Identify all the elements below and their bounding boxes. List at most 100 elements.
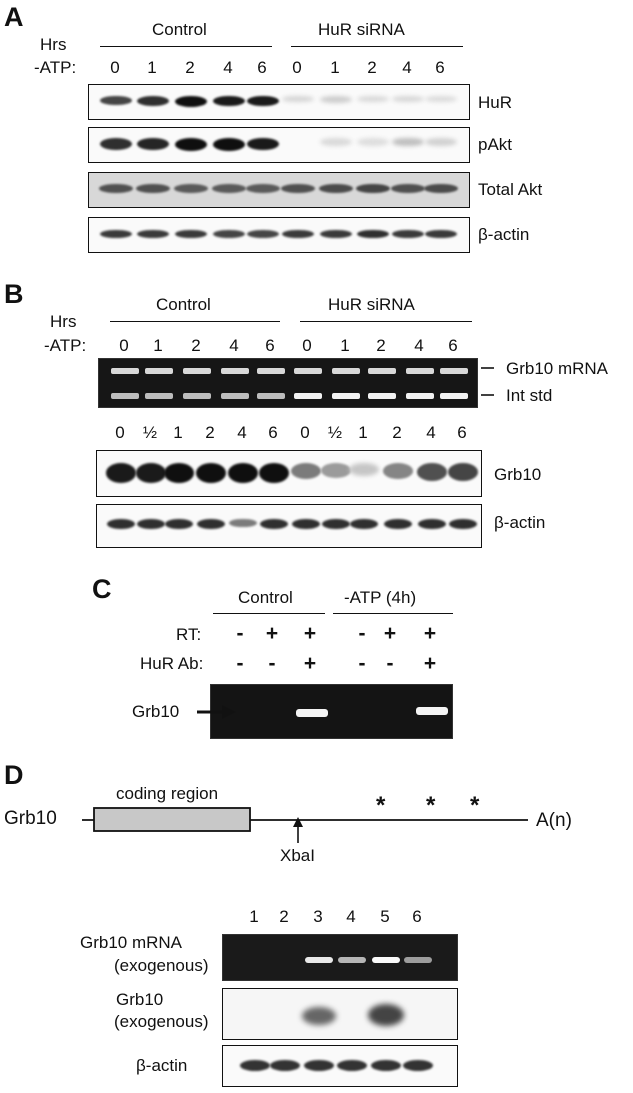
grb10-band-1 bbox=[106, 463, 136, 483]
panel-b-control-label: Control bbox=[156, 295, 211, 314]
hur-band-7 bbox=[320, 95, 352, 103]
panel-b-lane-4: 4 bbox=[229, 336, 239, 355]
panel-d-lane-2: 2 bbox=[279, 907, 289, 926]
panel-b-lane-10: 6 bbox=[448, 336, 458, 355]
panel-d-lane-6: 6 bbox=[412, 907, 422, 926]
gel-band-lower-1 bbox=[111, 393, 139, 399]
gel-band-upper-10 bbox=[440, 368, 468, 374]
ab-sign-6: + bbox=[423, 652, 437, 675]
panel-c-atp-bracket bbox=[333, 613, 453, 614]
panel-a-lane-9: 4 bbox=[402, 58, 412, 77]
panel-a-blot-total-akt bbox=[88, 172, 470, 208]
rip-band-atp bbox=[416, 707, 448, 715]
grb10-band-6 bbox=[259, 463, 289, 483]
actin-band-2 bbox=[137, 229, 169, 238]
gel-band-lower-8 bbox=[368, 393, 396, 399]
panel-c-control-bracket bbox=[213, 613, 325, 614]
b-actin-band-10 bbox=[384, 518, 412, 529]
panel-b-lane2-9: 1 bbox=[358, 423, 368, 442]
actin-band-7 bbox=[320, 229, 352, 238]
grb10-band-8 bbox=[321, 463, 351, 478]
panel-b-rtpcr-gel bbox=[98, 358, 478, 408]
panel-b-lane2-5: 4 bbox=[237, 423, 247, 442]
b-actin-band-8 bbox=[322, 518, 350, 529]
panel-d-xbai-label: XbaI bbox=[280, 846, 315, 865]
panel-c-ab-label: HuR Ab: bbox=[140, 654, 204, 673]
panel-b-blot-grb10 bbox=[96, 450, 482, 497]
panel-a-lane-1: 0 bbox=[110, 58, 120, 77]
rt-sign-1: - bbox=[236, 622, 244, 645]
panel-b-lane-8: 2 bbox=[376, 336, 386, 355]
panel-a-label-hur: HuR bbox=[478, 93, 513, 112]
hur-band-5 bbox=[247, 95, 279, 107]
gel-band-upper-5 bbox=[257, 368, 285, 374]
rt-sign-3: + bbox=[303, 622, 317, 645]
panel-a-lane-3: 2 bbox=[185, 58, 195, 77]
panel-d-gene-label: Grb10 bbox=[4, 808, 57, 829]
hur-band-4 bbox=[213, 95, 245, 107]
panel-b-lane-9: 4 bbox=[414, 336, 424, 355]
panel-b-blot-actin bbox=[96, 504, 482, 548]
gel-band-lower-10 bbox=[440, 393, 468, 399]
hur-band-1 bbox=[100, 95, 132, 106]
panel-b-label-grb10: Grb10 bbox=[494, 465, 542, 484]
panel-a-control-label: Control bbox=[152, 20, 207, 39]
panel-c-rip-gel bbox=[210, 684, 453, 739]
panel-b-lane2-12: 6 bbox=[457, 423, 467, 442]
panel-c-gel-label: Grb10 bbox=[132, 702, 180, 721]
grb10-band-10 bbox=[383, 463, 413, 479]
total-akt-band-8 bbox=[356, 183, 390, 194]
pakt-band-1 bbox=[100, 137, 132, 150]
d-mrna-band-2 bbox=[338, 957, 366, 963]
panel-b-lane2-3: 1 bbox=[173, 423, 183, 442]
panel-b-sirna-label: HuR siRNA bbox=[328, 295, 415, 314]
grb10-band-11 bbox=[417, 463, 447, 481]
total-akt-band-4 bbox=[212, 183, 246, 193]
panel-a-lane-5: 6 bbox=[257, 58, 267, 77]
total-akt-band-10 bbox=[424, 183, 458, 194]
b-actin-band-5 bbox=[229, 518, 257, 528]
panel-c-rt-label: RT: bbox=[176, 625, 202, 644]
panel-b-lane-1: 0 bbox=[119, 336, 129, 355]
panel-d-lane-3: 3 bbox=[313, 907, 323, 926]
actin-band-8 bbox=[357, 229, 389, 238]
panel-b-lane-2: 1 bbox=[153, 336, 163, 355]
rt-sign-6: + bbox=[423, 622, 437, 645]
grb10-band-5 bbox=[228, 463, 258, 483]
panel-a-letter: A bbox=[4, 2, 24, 32]
hur-band-3 bbox=[175, 95, 207, 107]
panel-a-hrs-label: Hrs bbox=[40, 35, 67, 54]
ab-sign-5: - bbox=[386, 652, 394, 675]
panel-b-gel-label-intstd: Int std bbox=[506, 386, 553, 405]
d-actin-band-4 bbox=[337, 1060, 367, 1071]
actin-band-9 bbox=[392, 229, 424, 238]
rt-sign-2: + bbox=[265, 622, 279, 645]
panel-d-star-3: * bbox=[470, 792, 480, 819]
panel-a-label-pakt: pAkt bbox=[478, 135, 513, 154]
panel-a-blot-actin bbox=[88, 217, 470, 253]
gel-band-lower-4 bbox=[221, 393, 249, 399]
panel-b-lane2-6: 6 bbox=[268, 423, 278, 442]
d-mrna-band-3 bbox=[372, 957, 400, 963]
b-actin-band-1 bbox=[107, 518, 135, 529]
actin-band-10 bbox=[425, 229, 457, 238]
actin-band-3 bbox=[175, 229, 207, 238]
panel-d-polya-label: A(n) bbox=[536, 810, 572, 831]
panel-b-hrs-label: Hrs bbox=[50, 312, 77, 331]
d-grb10-band-1 bbox=[302, 1007, 336, 1025]
panel-d-actin-blot bbox=[222, 1045, 458, 1087]
b-actin-band-12 bbox=[449, 518, 477, 529]
rt-sign-4: - bbox=[358, 622, 366, 645]
rip-band-control bbox=[296, 709, 328, 717]
d-actin-band-2 bbox=[270, 1060, 300, 1071]
d-grb10-band-2 bbox=[368, 1004, 404, 1026]
panel-b-lane2-10: 2 bbox=[392, 423, 402, 442]
gel-band-upper-7 bbox=[332, 368, 360, 374]
gel-band-lower-5 bbox=[257, 393, 285, 399]
actin-band-1 bbox=[100, 229, 132, 238]
d-actin-band-5 bbox=[371, 1060, 401, 1071]
total-akt-band-6 bbox=[281, 183, 315, 194]
gel-band-upper-4 bbox=[221, 368, 249, 374]
panel-b-lane-3: 2 bbox=[191, 336, 201, 355]
